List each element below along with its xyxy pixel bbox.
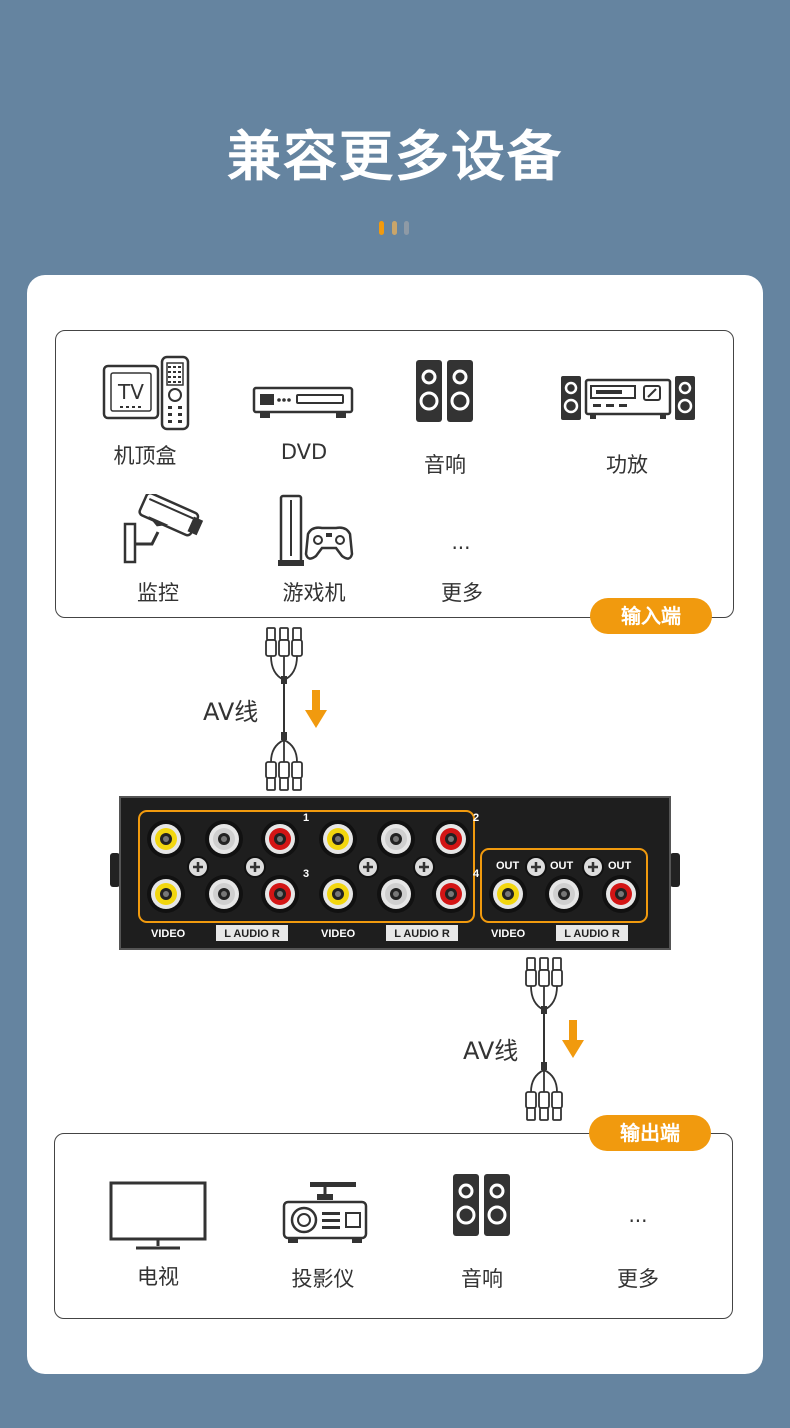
game-console-icon	[278, 494, 354, 566]
rca-jack	[432, 820, 470, 858]
device-label: 电视	[137, 1265, 179, 1289]
rca-jack	[377, 820, 415, 858]
title-dot	[392, 221, 397, 235]
output-badge: 输出端	[589, 1115, 711, 1151]
rca-jack	[377, 875, 415, 913]
more-icon: ...	[451, 530, 471, 554]
av-switch-device: 1 2 3 4 OUT OUT OUT VIDEO L AUDIO R VIDE…	[110, 796, 680, 950]
rca-jack	[261, 820, 299, 858]
title-dot	[379, 221, 384, 235]
page-title: 兼容更多设备	[227, 125, 563, 188]
video-label: VIDEO	[151, 928, 186, 940]
av-cable-icon	[265, 627, 303, 791]
input-marker: 3	[303, 868, 309, 880]
set-top-box-icon: TV	[102, 355, 190, 431]
screw-icon	[187, 856, 209, 878]
screw-icon	[525, 856, 547, 878]
rca-jack	[489, 875, 527, 913]
screw-icon	[582, 856, 604, 878]
rca-jack	[147, 820, 185, 858]
out-label: OUT	[550, 860, 574, 872]
rca-jack	[602, 875, 640, 913]
speaker-icon	[416, 360, 473, 422]
device-label: 游戏机	[282, 581, 346, 605]
av-cable-label: AV线	[463, 1037, 519, 1065]
video-label: VIDEO	[321, 928, 356, 940]
rca-jack	[205, 820, 243, 858]
tv-text: TV	[117, 380, 144, 404]
rca-jack	[545, 875, 583, 913]
speaker-icon	[453, 1174, 510, 1236]
more-icon: ...	[628, 1203, 648, 1227]
rca-jack	[261, 875, 299, 913]
dvd-player-icon	[252, 386, 354, 418]
out-label: OUT	[608, 860, 632, 872]
device-label: 功放	[606, 453, 648, 477]
rca-jack	[205, 875, 243, 913]
video-label: VIDEO	[491, 928, 526, 940]
screw-icon	[244, 856, 266, 878]
device-label: 更多	[441, 581, 483, 605]
input-marker: 2	[473, 812, 479, 824]
device-label: 音响	[424, 453, 466, 477]
amplifier-icon	[561, 376, 695, 420]
device-label: 音响	[461, 1267, 503, 1291]
security-camera-icon	[123, 494, 204, 564]
device-label: 投影仪	[291, 1267, 355, 1291]
audio-label: L AUDIO R	[224, 928, 280, 940]
rca-jack	[319, 875, 357, 913]
rca-jack	[432, 875, 470, 913]
input-badge: 输入端	[590, 598, 712, 634]
input-marker: 4	[473, 868, 480, 880]
projector-icon	[282, 1182, 368, 1243]
device-label: 机顶盒	[113, 444, 177, 468]
out-label: OUT	[496, 860, 520, 872]
device-label: DVD	[280, 440, 328, 464]
screw-icon	[357, 856, 379, 878]
tv-icon	[109, 1181, 207, 1250]
av-cable-icon	[525, 957, 563, 1121]
rca-jack	[319, 820, 357, 858]
device-label: 更多	[617, 1267, 659, 1291]
audio-label: L AUDIO R	[394, 928, 450, 940]
arrow-down-icon	[305, 690, 327, 728]
audio-label: L AUDIO R	[564, 928, 620, 940]
av-cable-label: AV线	[203, 698, 259, 726]
device-label: 监控	[137, 581, 179, 605]
input-marker: 1	[303, 812, 309, 824]
rca-jack	[147, 875, 185, 913]
arrow-down-icon	[562, 1020, 584, 1058]
screw-icon	[413, 856, 435, 878]
title-dot	[404, 221, 409, 235]
